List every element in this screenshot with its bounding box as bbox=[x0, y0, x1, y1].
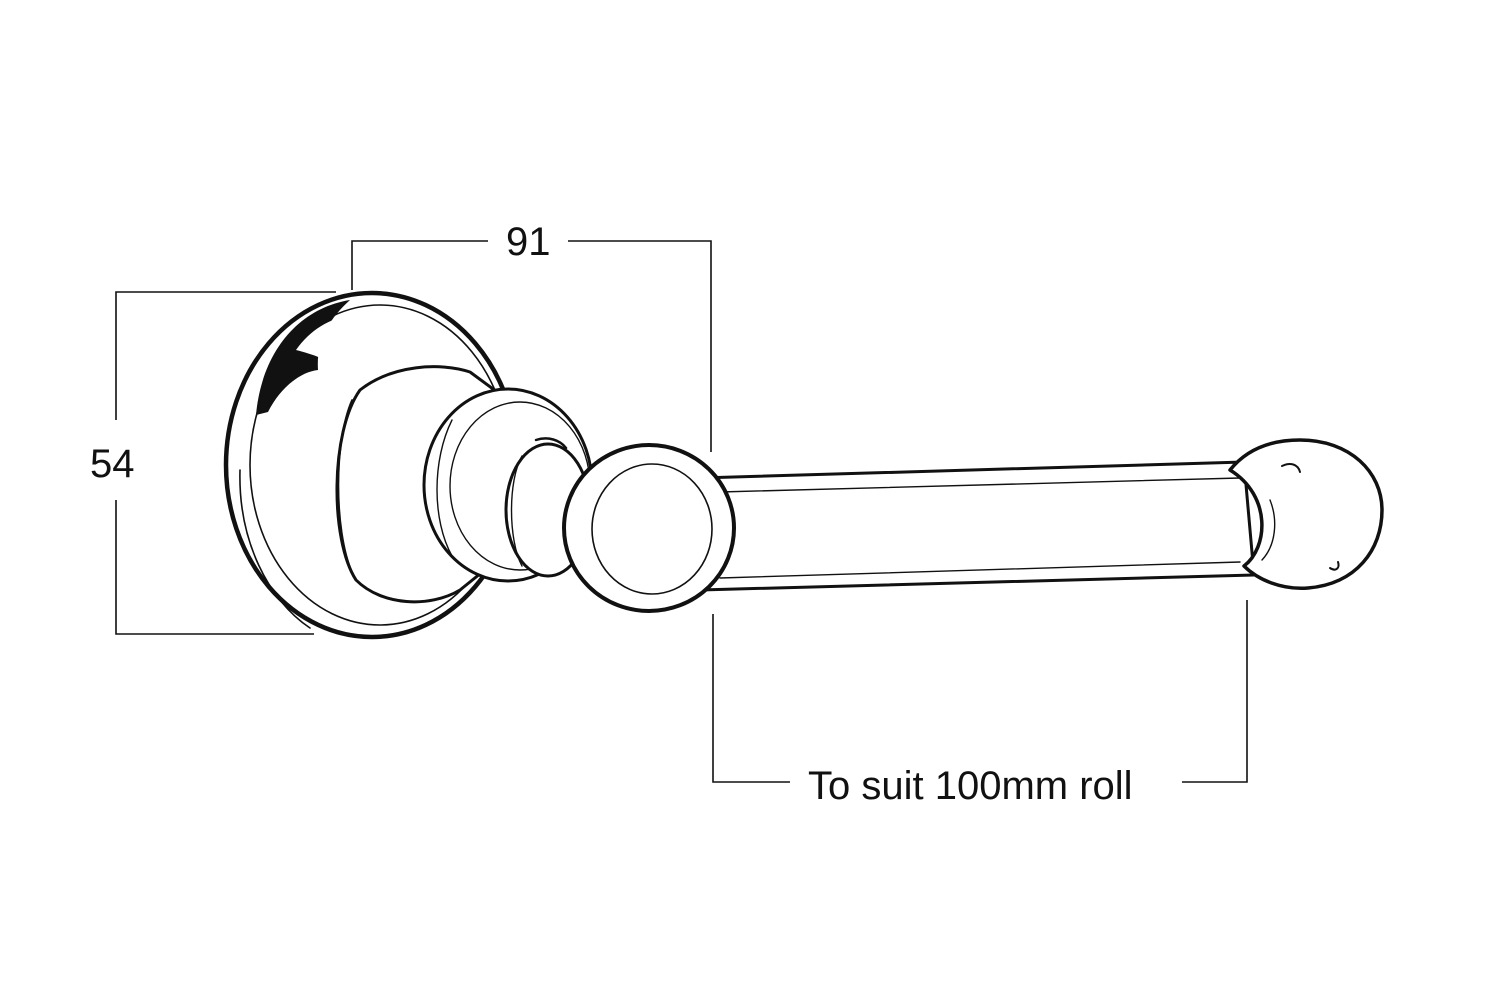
roll-dimension-line-left bbox=[712, 614, 790, 783]
rod bbox=[698, 460, 1256, 592]
rod-front-cap bbox=[562, 443, 736, 613]
product-outline bbox=[223, 290, 1384, 640]
height-dimension-line-bottom bbox=[115, 500, 314, 635]
roll-dimension-label: To suit 100mm roll bbox=[800, 766, 1141, 806]
height-dimension-label: 54 bbox=[88, 440, 137, 488]
width-dimension-label: 91 bbox=[496, 222, 561, 262]
roll-dimension-line-right bbox=[1182, 600, 1248, 783]
width-dimension-line-right bbox=[568, 240, 712, 452]
height-dimension-line-top bbox=[115, 291, 336, 420]
end-knob bbox=[1228, 438, 1384, 590]
width-dimension-line-left bbox=[351, 240, 488, 290]
dimension-lines bbox=[115, 240, 1248, 783]
